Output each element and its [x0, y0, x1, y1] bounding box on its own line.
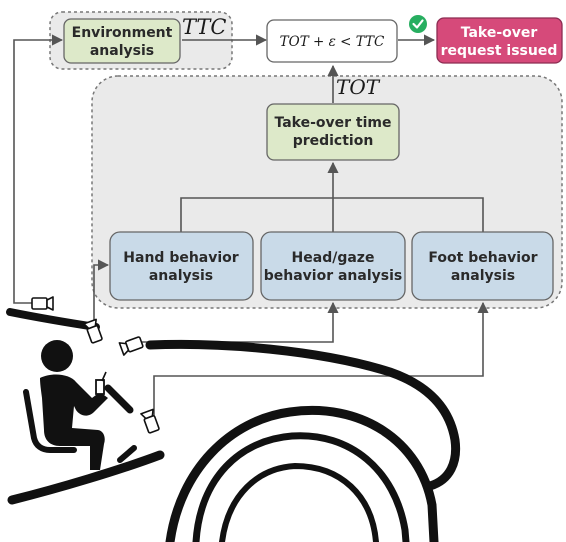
head-line1: Head/gaze	[292, 250, 375, 266]
tot-label: TOT	[336, 75, 381, 99]
environment-analysis-box: Environment analysis	[63, 18, 181, 64]
ttc-label: TTC	[182, 15, 226, 39]
takeover-line1: Take-over	[461, 25, 538, 41]
check-circle-icon	[409, 15, 427, 33]
foot-line1: Foot behavior	[428, 250, 537, 266]
head-line2: behavior analysis	[264, 268, 403, 284]
condition-text: TOT + ε < TTC	[280, 34, 385, 50]
environment-line2: analysis	[90, 43, 154, 59]
prediction-line1: Take-over time	[274, 115, 391, 131]
takeover-request-box: Take-over request issued	[436, 17, 563, 64]
takeover-time-prediction-box: Take-over time prediction	[266, 103, 400, 161]
condition-box: TOT + ε < TTC	[266, 19, 398, 63]
driver-icon	[23, 340, 137, 470]
car-outline	[6, 308, 461, 542]
foot-line2: analysis	[451, 268, 515, 284]
prediction-line2: prediction	[293, 133, 374, 149]
hand-line1: Hand behavior	[123, 250, 239, 266]
hand-line2: analysis	[149, 268, 213, 284]
environment-line1: Environment	[72, 25, 173, 41]
hand-behavior-box: Hand behavior analysis	[109, 231, 254, 301]
head-gaze-behavior-box: Head/gaze behavior analysis	[260, 231, 406, 301]
takeover-line2: request issued	[441, 43, 558, 59]
camera-icon	[31, 296, 160, 434]
foot-behavior-box: Foot behavior analysis	[411, 231, 554, 301]
